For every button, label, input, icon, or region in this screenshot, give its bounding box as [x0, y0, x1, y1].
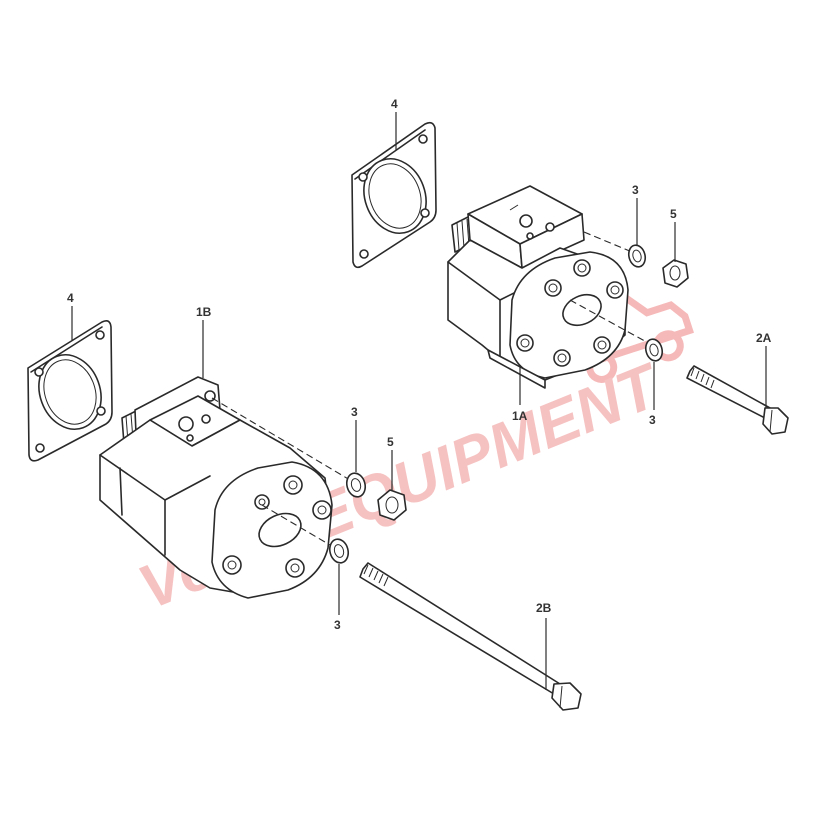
- gasket-left: [27, 320, 113, 462]
- label-pump-1a: 1A: [512, 409, 528, 423]
- pump-1b-bolts: [222, 475, 332, 578]
- nut-1b: [377, 489, 407, 521]
- pump-1a: [447, 185, 629, 389]
- label-washer-1b-top: 3: [351, 405, 358, 419]
- label-washer-1a-top: 3: [632, 183, 639, 197]
- pump-1a-bolts: [516, 259, 624, 367]
- gasket-upper: [351, 121, 437, 269]
- label-washer-1b-bottom: 3: [334, 618, 341, 632]
- label-gasket-upper: 4: [391, 97, 398, 111]
- leader-lines: [71, 112, 767, 690]
- washer-1b-bottom: [328, 538, 350, 564]
- label-gasket-left: 4: [67, 291, 74, 305]
- label-washer-1a-bottom: 3: [649, 413, 656, 427]
- washer-1b-top: [345, 472, 367, 498]
- assembly-lines: [211, 231, 653, 546]
- label-bolt-2b: 2B: [536, 601, 552, 615]
- washer-1a-bottom: [644, 338, 664, 362]
- nut-1a: [662, 259, 689, 288]
- part-labels: 4 4 1B 1A 3 5 3 2A 3 5 3 2B: [67, 97, 772, 632]
- bolt-2b: [359, 562, 582, 711]
- label-nut-1a: 5: [670, 207, 677, 221]
- label-bolt-2a: 2A: [756, 331, 772, 345]
- bolt-2a: [686, 365, 789, 435]
- label-nut-1b: 5: [387, 435, 394, 449]
- washer-1a-top: [627, 244, 647, 268]
- label-pump-1b: 1B: [196, 305, 212, 319]
- pump-1b: [99, 376, 333, 599]
